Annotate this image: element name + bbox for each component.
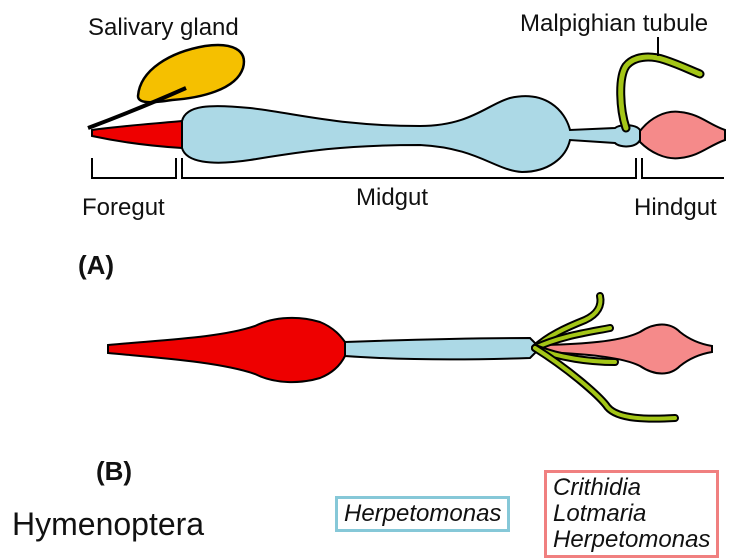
foregut-b [108, 318, 345, 382]
midgut-bracket [182, 158, 636, 178]
panel-a-label: (A) [78, 252, 114, 278]
hindgut-parasite-name: Herpetomonas [553, 527, 710, 553]
panel-b-label: (B) [96, 458, 132, 484]
midgut-a [182, 96, 640, 172]
salivary-gland [138, 45, 244, 102]
midgut-parasite-box: Herpetomonas [335, 496, 510, 532]
hindgut-label: Hindgut [634, 196, 717, 220]
hindgut-parasite-name: Crithidia [553, 475, 710, 501]
hindgut-a [640, 112, 725, 159]
foregut-bracket [92, 158, 176, 178]
order-name: Hymenoptera [12, 508, 204, 540]
hindgut-bracket [642, 158, 724, 178]
hindgut-parasite-box: Crithidia Lotmaria Herpetomonas [544, 470, 719, 558]
hindgut-b [545, 325, 712, 374]
midgut-b [345, 338, 540, 359]
salivary-gland-label: Salivary gland [88, 16, 239, 40]
malpighian-tubule-label: Malpighian tubule [520, 12, 708, 36]
midgut-label: Midgut [356, 186, 428, 210]
foregut-a [92, 121, 182, 148]
midgut-parasite-name: Herpetomonas [344, 501, 501, 527]
foregut-label: Foregut [82, 196, 165, 220]
hindgut-parasite-name: Lotmaria [553, 501, 710, 527]
